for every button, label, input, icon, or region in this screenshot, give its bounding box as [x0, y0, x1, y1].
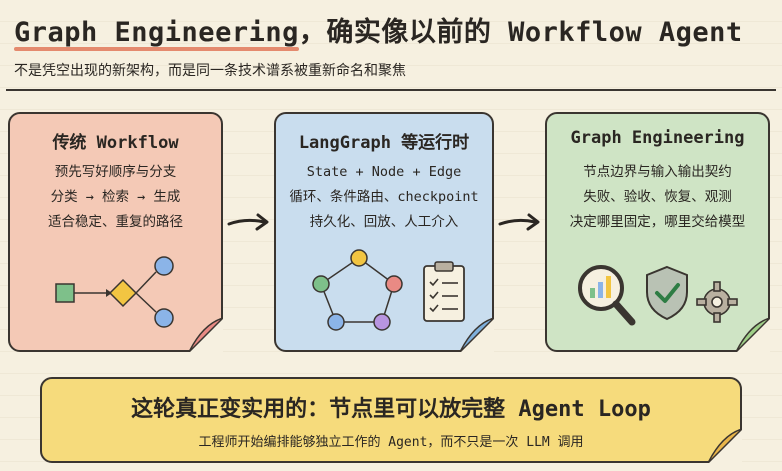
title-highlight: Graph Engineering: [14, 17, 299, 51]
card-lines: 预先写好顺序与分支 分类 → 检索 → 生成 适合稳定、重复的路径: [10, 160, 221, 235]
card-lines: State + Node + Edge 循环、条件路由、checkpoint 持…: [276, 160, 492, 235]
banner-headline: 这轮真正变实用的：节点里可以放完整 Agent Loop: [131, 397, 651, 422]
card-title: Graph Engineering: [570, 128, 745, 148]
card-line: 适合稳定、重复的路径: [48, 214, 183, 230]
card-line: 持久化、回放、人工介入: [309, 214, 459, 230]
arrow-right-icon: [498, 213, 540, 231]
card-line: 决定哪里固定，哪里交给模型: [569, 214, 746, 230]
page-curl-decoration: [460, 318, 494, 352]
magnifier-chart-icon: [578, 265, 636, 326]
gear-icon: [696, 281, 738, 323]
clipboard-checklist-icon: [423, 261, 465, 322]
page-title: Graph Engineering，确实像以前的 Workflow Agent: [14, 10, 774, 51]
page-subtitle: 不是凭空出现的新架构，而是同一条技术谱系被重新命名和聚焦: [14, 63, 406, 79]
shield-check-icon: [646, 265, 688, 321]
card-line: 分类 → 检索 → 生成: [50, 189, 181, 205]
card-lines: 节点边界与输入输出契约 失败、验收、恢复、观测 决定哪里固定，哪里交给模型: [547, 160, 768, 235]
card-line: 节点边界与输入输出契约: [583, 164, 732, 180]
page-curl-decoration: [736, 318, 770, 352]
graph-loop-icon: [312, 249, 403, 331]
page-curl-decoration: [189, 318, 223, 352]
card-line: 失败、验收、恢复、观测: [583, 189, 732, 205]
flow-branch-icon: [55, 256, 174, 328]
title-rest: ，确实像以前的 Workflow Agent: [298, 17, 743, 48]
card-line: State + Node + Edge: [306, 164, 462, 180]
arrow-right-icon: [227, 213, 269, 231]
card-langgraph-runtime: LangGraph 等运行时 State + Node + Edge 循环、条件…: [274, 112, 494, 352]
card-graph-engineering: Graph Engineering 节点边界与输入输出契约 失败、验收、恢复、观…: [545, 112, 770, 352]
card-line: 预先写好顺序与分支: [54, 164, 177, 180]
card-line: 循环、条件路由、checkpoint: [289, 189, 479, 205]
page-curl-decoration: [708, 429, 742, 463]
summary-banner: 这轮真正变实用的：节点里可以放完整 Agent Loop 工程师开始编排能够独立…: [40, 377, 742, 463]
banner-subtext: 工程师开始编排能够独立工作的 Agent，而不只是一次 LLM 调用: [198, 435, 584, 450]
divider: [6, 89, 776, 91]
card-traditional-workflow: 传统 Workflow 预先写好顺序与分支 分类 → 检索 → 生成 适合稳定、…: [8, 112, 223, 352]
card-title: LangGraph 等运行时: [298, 133, 470, 153]
card-title: 传统 Workflow: [52, 133, 179, 153]
